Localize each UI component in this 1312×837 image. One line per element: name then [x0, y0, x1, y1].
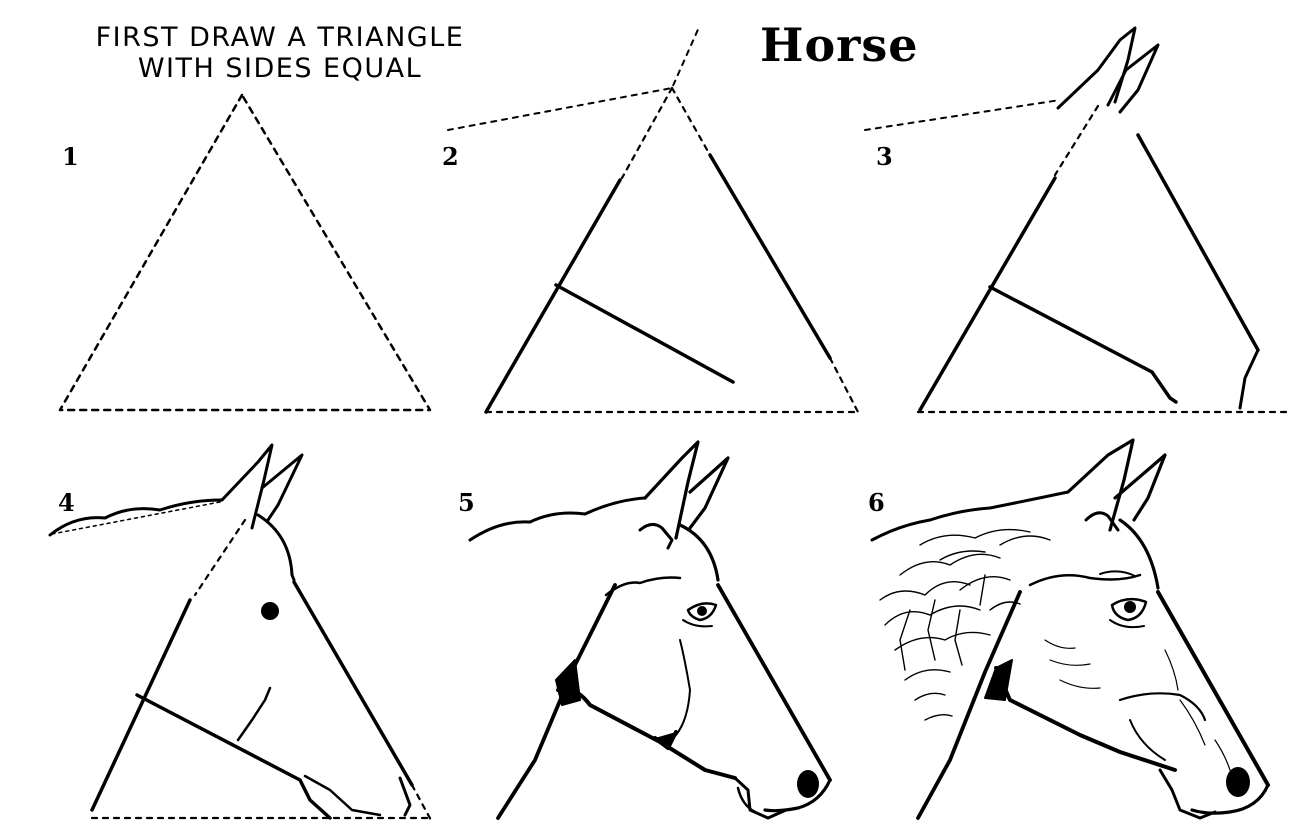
step-2-head-outline — [447, 24, 862, 414]
step-number-4: 4 — [58, 488, 75, 517]
step-number-1: 1 — [62, 142, 79, 171]
instruction-line-1: FIRST DRAW A TRIANGLE — [95, 22, 465, 53]
step-5-head-outline — [468, 440, 832, 820]
instruction-line-2: WITH SIDES EQUAL — [137, 53, 423, 84]
instruction-text: FIRST DRAW A TRIANGLE WITH SIDES EQUAL — [30, 22, 530, 84]
step-3-head-outline — [864, 26, 1294, 414]
step-4-head-outline — [48, 443, 434, 824]
page-title: Horse — [760, 18, 919, 72]
step-number-2: 2 — [442, 142, 459, 171]
step-number-5: 5 — [458, 488, 475, 517]
step-number-3: 3 — [876, 142, 893, 171]
step-number-6: 6 — [868, 488, 885, 517]
step-1-triangle — [58, 93, 432, 412]
step-6-head-shaded — [870, 438, 1270, 820]
